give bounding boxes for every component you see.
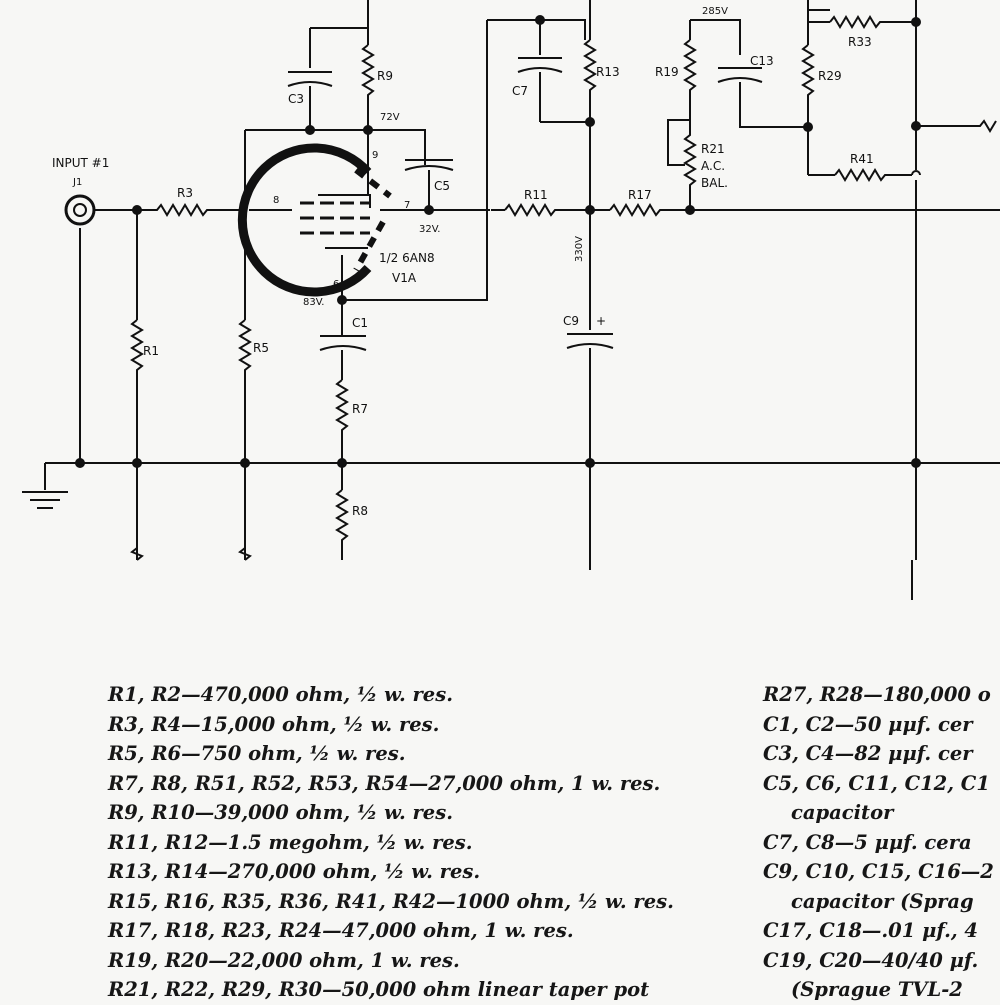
resistor-r41 (834, 168, 912, 182)
part-line: (Sprague TVL-2 (791, 978, 963, 1001)
resistor-r19 (683, 39, 697, 120)
resistor-r33 (829, 15, 916, 29)
part-line: C17, C18—.01 μf., 4 (763, 919, 979, 942)
label-r11: R11 (524, 188, 548, 202)
part-line: R15, R16, R35, R36, R41, R42—1000 ohm, ½… (108, 889, 674, 913)
part-line: C1, C2—50 μμf. cer (763, 712, 973, 736)
resistor-r13 (583, 39, 597, 210)
capacitor-c7 (517, 57, 563, 73)
part-line: R7, R8, R51, R52, R53, R54—27,000 ohm, 1… (108, 771, 661, 795)
capacitor-c9 (566, 333, 614, 349)
pot-bal-label: BAL. (701, 176, 728, 190)
resistor-r1 (130, 319, 144, 463)
parts-list-right: R27, R28—180,000 o C1, C2—50 μμf. cer C3… (763, 680, 994, 1005)
voltage-32: 32V. (419, 224, 440, 235)
ground-symbol-icon (22, 491, 68, 509)
part-line: C3, C4—82 μμf. cer (763, 742, 973, 765)
part-line: R21, R22, R29, R30—50,000 ohm linear tap… (108, 978, 650, 1001)
part-line: R3, R4—15,000 ohm, ½ w. res. (108, 712, 440, 736)
pin-7: 7 (404, 200, 410, 211)
voltage-72: 72V (380, 112, 400, 123)
resistor-r3 (140, 203, 245, 217)
tube-label: 1/2 6AN8 (379, 251, 435, 265)
part-line: R9, R10—39,000 ohm, ½ w. res. (108, 801, 453, 824)
part-line: capacitor (791, 801, 894, 824)
c9-plus: + (596, 314, 606, 328)
label-r19: R19 (655, 65, 679, 79)
part-line: C7, C8—5 μμf. cera (763, 830, 972, 854)
label-c13: C13 (750, 54, 774, 68)
label-c5: C5 (434, 179, 450, 193)
part-line: R11, R12—1.5 megohm, ½ w. res. (108, 830, 473, 854)
resistor-r9 (361, 44, 375, 165)
voltage-83: 83V. (303, 297, 324, 308)
part-line: R1, R2—470,000 ohm, ½ w. res. (108, 683, 453, 706)
voltage-285: 285V (702, 6, 728, 17)
label-c3: C3 (288, 92, 304, 106)
label-c7: C7 (512, 84, 528, 98)
resistor-r7 (335, 379, 349, 463)
input-jack-icon (64, 194, 96, 226)
part-line: R17, R18, R23, R24—47,000 ohm, 1 w. res. (108, 919, 574, 942)
schematic-diagram: INPUT #1 J1 R3 R1 R5 C3 R9 72V 9 C5 8 7 … (22, 0, 1000, 600)
label-r5: R5 (253, 341, 269, 355)
label-r8: R8 (352, 504, 368, 518)
input-label: INPUT #1 (52, 156, 109, 170)
pin-9: 9 (372, 150, 378, 161)
capacitor-c1 (319, 335, 367, 351)
capacitor-c5 (404, 159, 454, 171)
label-r13: R13 (596, 65, 620, 79)
pot-r21 (683, 120, 697, 210)
voltage-330: 330V (574, 236, 585, 262)
part-line: C5, C6, C11, C12, C1 (763, 771, 990, 795)
resistor-r8 (335, 489, 349, 560)
part-line: R5, R6—750 ohm, ½ w. res. (108, 742, 406, 765)
pin-6: 6 (333, 279, 339, 290)
part-line: R13, R14—270,000 ohm, ½ w. res. (108, 860, 481, 883)
label-r3: R3 (177, 186, 193, 200)
resistor-r29 (801, 44, 815, 175)
label-r29: R29 (818, 69, 842, 83)
parts-list-left: R1, R2—470,000 ohm, ½ w. res. R3, R4—15,… (108, 680, 674, 1005)
label-r33: R33 (848, 35, 872, 49)
part-line: R19, R20—22,000 ohm, 1 w. res. (108, 948, 460, 972)
part-line: capacitor (Sprag (791, 889, 974, 913)
label-r7: R7 (352, 402, 368, 416)
resistor-r11 (504, 203, 590, 217)
capacitor-c3 (287, 71, 333, 87)
label-r21: R21 (701, 142, 725, 156)
label-r1: R1 (143, 344, 159, 358)
tube-ref: V1A (392, 271, 417, 285)
part-line: C19, C20—40/40 μf. (763, 948, 979, 972)
label-r17: R17 (628, 188, 652, 202)
label-c1: C1 (352, 316, 368, 330)
resistor-r17 (609, 203, 1000, 217)
label-r9: R9 (377, 69, 393, 83)
capacitor-c13 (717, 67, 763, 83)
part-line: R27, R28—180,000 o (763, 683, 991, 706)
pin-8: 8 (273, 195, 279, 206)
pot-ac-label: A.C. (701, 159, 725, 173)
jack-label: J1 (72, 177, 82, 188)
part-line: C9, C10, C15, C16—2 (763, 860, 994, 883)
label-c9: C9 (563, 314, 579, 328)
tube-envelope (237, 143, 372, 297)
label-r41: R41 (850, 152, 874, 166)
resistor-r5 (238, 319, 252, 463)
